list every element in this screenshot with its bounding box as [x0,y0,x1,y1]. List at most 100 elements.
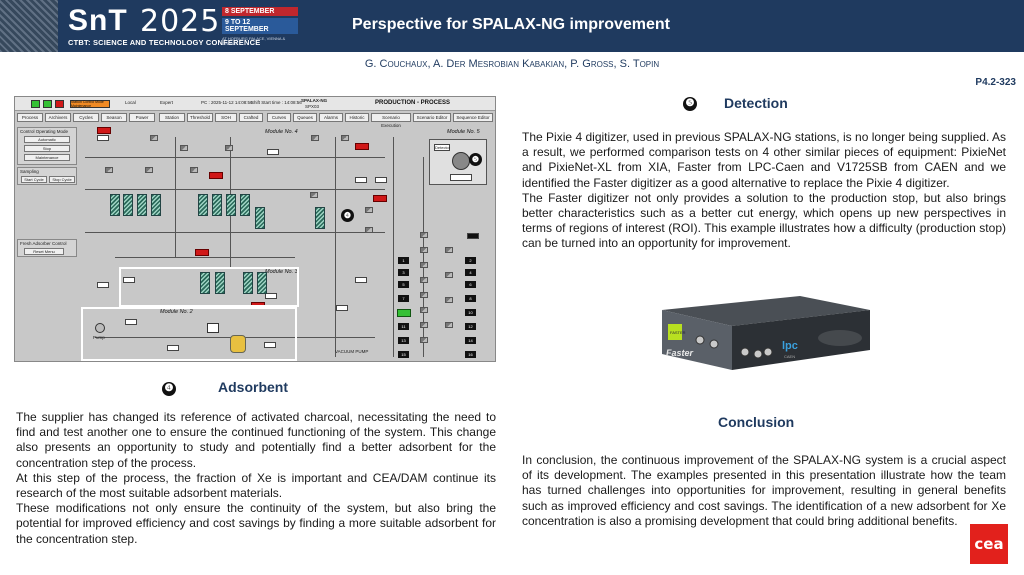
alarm-indicator [209,172,223,179]
detector-button: Detector [434,144,451,151]
valve-icon [311,135,319,141]
status-led-green [31,100,40,108]
pipe [115,257,295,258]
authors-text: G. Couchaux, A. Der Mesrobian Kabakian, … [364,58,660,70]
bnc-connector-icon [763,347,773,357]
valve-icon [420,292,428,298]
stop-button: Stop [24,145,70,152]
tab-historic: Historic [345,113,369,122]
module-3-highlight [119,267,299,307]
adsorbent-text: The supplier has changed its reference o… [16,410,496,547]
stop-cycle-button: Stop Cycle [49,176,75,183]
detection-number: ❺ [683,97,697,111]
tab-power: Power [129,113,155,122]
detection-heading: Detection [724,95,788,111]
marker-detection: ❺ [469,153,482,166]
faster-digitizer-image: FASTER Faster lpc CAEN [650,288,876,398]
adsorber-tank [151,194,161,216]
digitizer-screen [668,324,682,340]
detector-icon [452,152,470,170]
reset-menu-button: Reset Menu [24,248,64,255]
value-box [336,305,348,311]
valve-icon [420,277,428,283]
header-banner: SnT 2025 CTBT: SCIENCE AND TECHNOLOGY CO… [0,0,1024,52]
valve-icon [445,297,453,303]
tab-threshold: Threshold [187,113,213,122]
detection-text: The Pixie 4 digitizer, used in previous … [522,130,1006,252]
valve-icon [365,227,373,233]
valve-icon [420,307,428,313]
tab-sequence-editor: Sequence Editor [453,113,493,122]
adsorber-tank [255,207,265,229]
value-box [265,293,277,299]
tab-process: Process [17,113,43,122]
channel-box: 8 [465,295,476,302]
channel-box: 6 [465,281,476,288]
channel-box: 10 [465,309,476,316]
adsorbent-heading: Adsorbent [218,379,288,395]
cea-logo: cea [970,524,1008,564]
adsorber-tank [137,194,147,216]
sampling-title: Sampling [20,169,39,174]
pipe [85,157,385,158]
module-2-label: Module No. 2 [160,309,193,315]
tab-curves: Curves [267,113,291,122]
detection-paragraph-1: The Pixie 4 digitizer, used in previous … [522,130,1006,190]
channel-box: 15 [398,351,409,358]
digitizer-maker-sub: CAEN [784,354,796,359]
channel-box: 13 [398,337,409,344]
pipe [393,137,394,357]
adsorber-tank [200,272,210,294]
vacuum-pump-label: VACUUM PUMP [335,349,369,354]
valve-icon [150,135,158,141]
valve-icon [420,322,428,328]
fresh-adsorber-panel: Fresh Adsorber Control Reset Menu [17,239,77,257]
status-led-red [55,100,64,108]
pump-icon [95,323,105,333]
valve-icon [225,145,233,151]
adsorber-tank [243,272,253,294]
tab-scenario-editor: Scenario Editor [413,113,451,122]
bnc-connector-icon [753,349,763,359]
valve-icon [420,337,428,343]
tab-soh: SOH [215,113,237,122]
top-info-pc: PC : 2025-11-12 14:08:56 [201,100,253,105]
bnc-connector-icon [695,335,705,345]
adsorber-tank [315,207,325,229]
value-box [375,177,387,183]
adsorber-tank [212,194,222,216]
digitizer-highlight [818,330,862,346]
valve-icon [420,247,428,253]
channel-box: 5 [398,281,409,288]
mixer-icon [207,323,219,333]
pipe [423,157,424,357]
value-box [355,177,367,183]
pump-label: Pump [93,335,105,340]
tab-station: Station [159,113,185,122]
valve-icon [420,232,428,238]
bnc-connector-icon [740,347,750,357]
adsorber-tank [226,194,236,216]
adsorber-tank [198,194,208,216]
active-channel-box [397,309,411,317]
station-mode-button: Station Control Mode Maintenance [70,100,110,108]
alarm-indicator [373,195,387,202]
valve-icon [445,322,453,328]
adsorber-tank [215,272,225,294]
logo-subtitle: CTBT: SCIENCE AND TECHNOLOGY CONFERENCE [68,38,261,47]
bnc-connector-icon [709,339,719,349]
date-box: 8 SEPTEMBER 9 TO 12 SEPTEMBER AT HOFBURG… [222,7,298,46]
control-mode-panel: Control Operating Mode Automatic Stop Ma… [17,127,77,165]
date-location: AT HOFBURG PALACE, VIENNA & ONLINE [222,36,286,46]
logo-snt: SnT [68,4,128,37]
scada-program: SPALAX-NG [301,98,328,103]
adsorber-tank [257,272,267,294]
vessel-icon [230,335,246,353]
tab-alarms: Alarms [319,113,343,122]
top-info-shift: Shift Start time : 14:08:56 [251,100,302,105]
module-3-label: Module No. 3 [265,269,298,275]
scada-station: SPX03 [305,104,320,109]
value-box [123,277,135,283]
scada-screenshot: Station Control Mode Maintenance Local E… [14,96,496,362]
value-box [450,174,472,181]
